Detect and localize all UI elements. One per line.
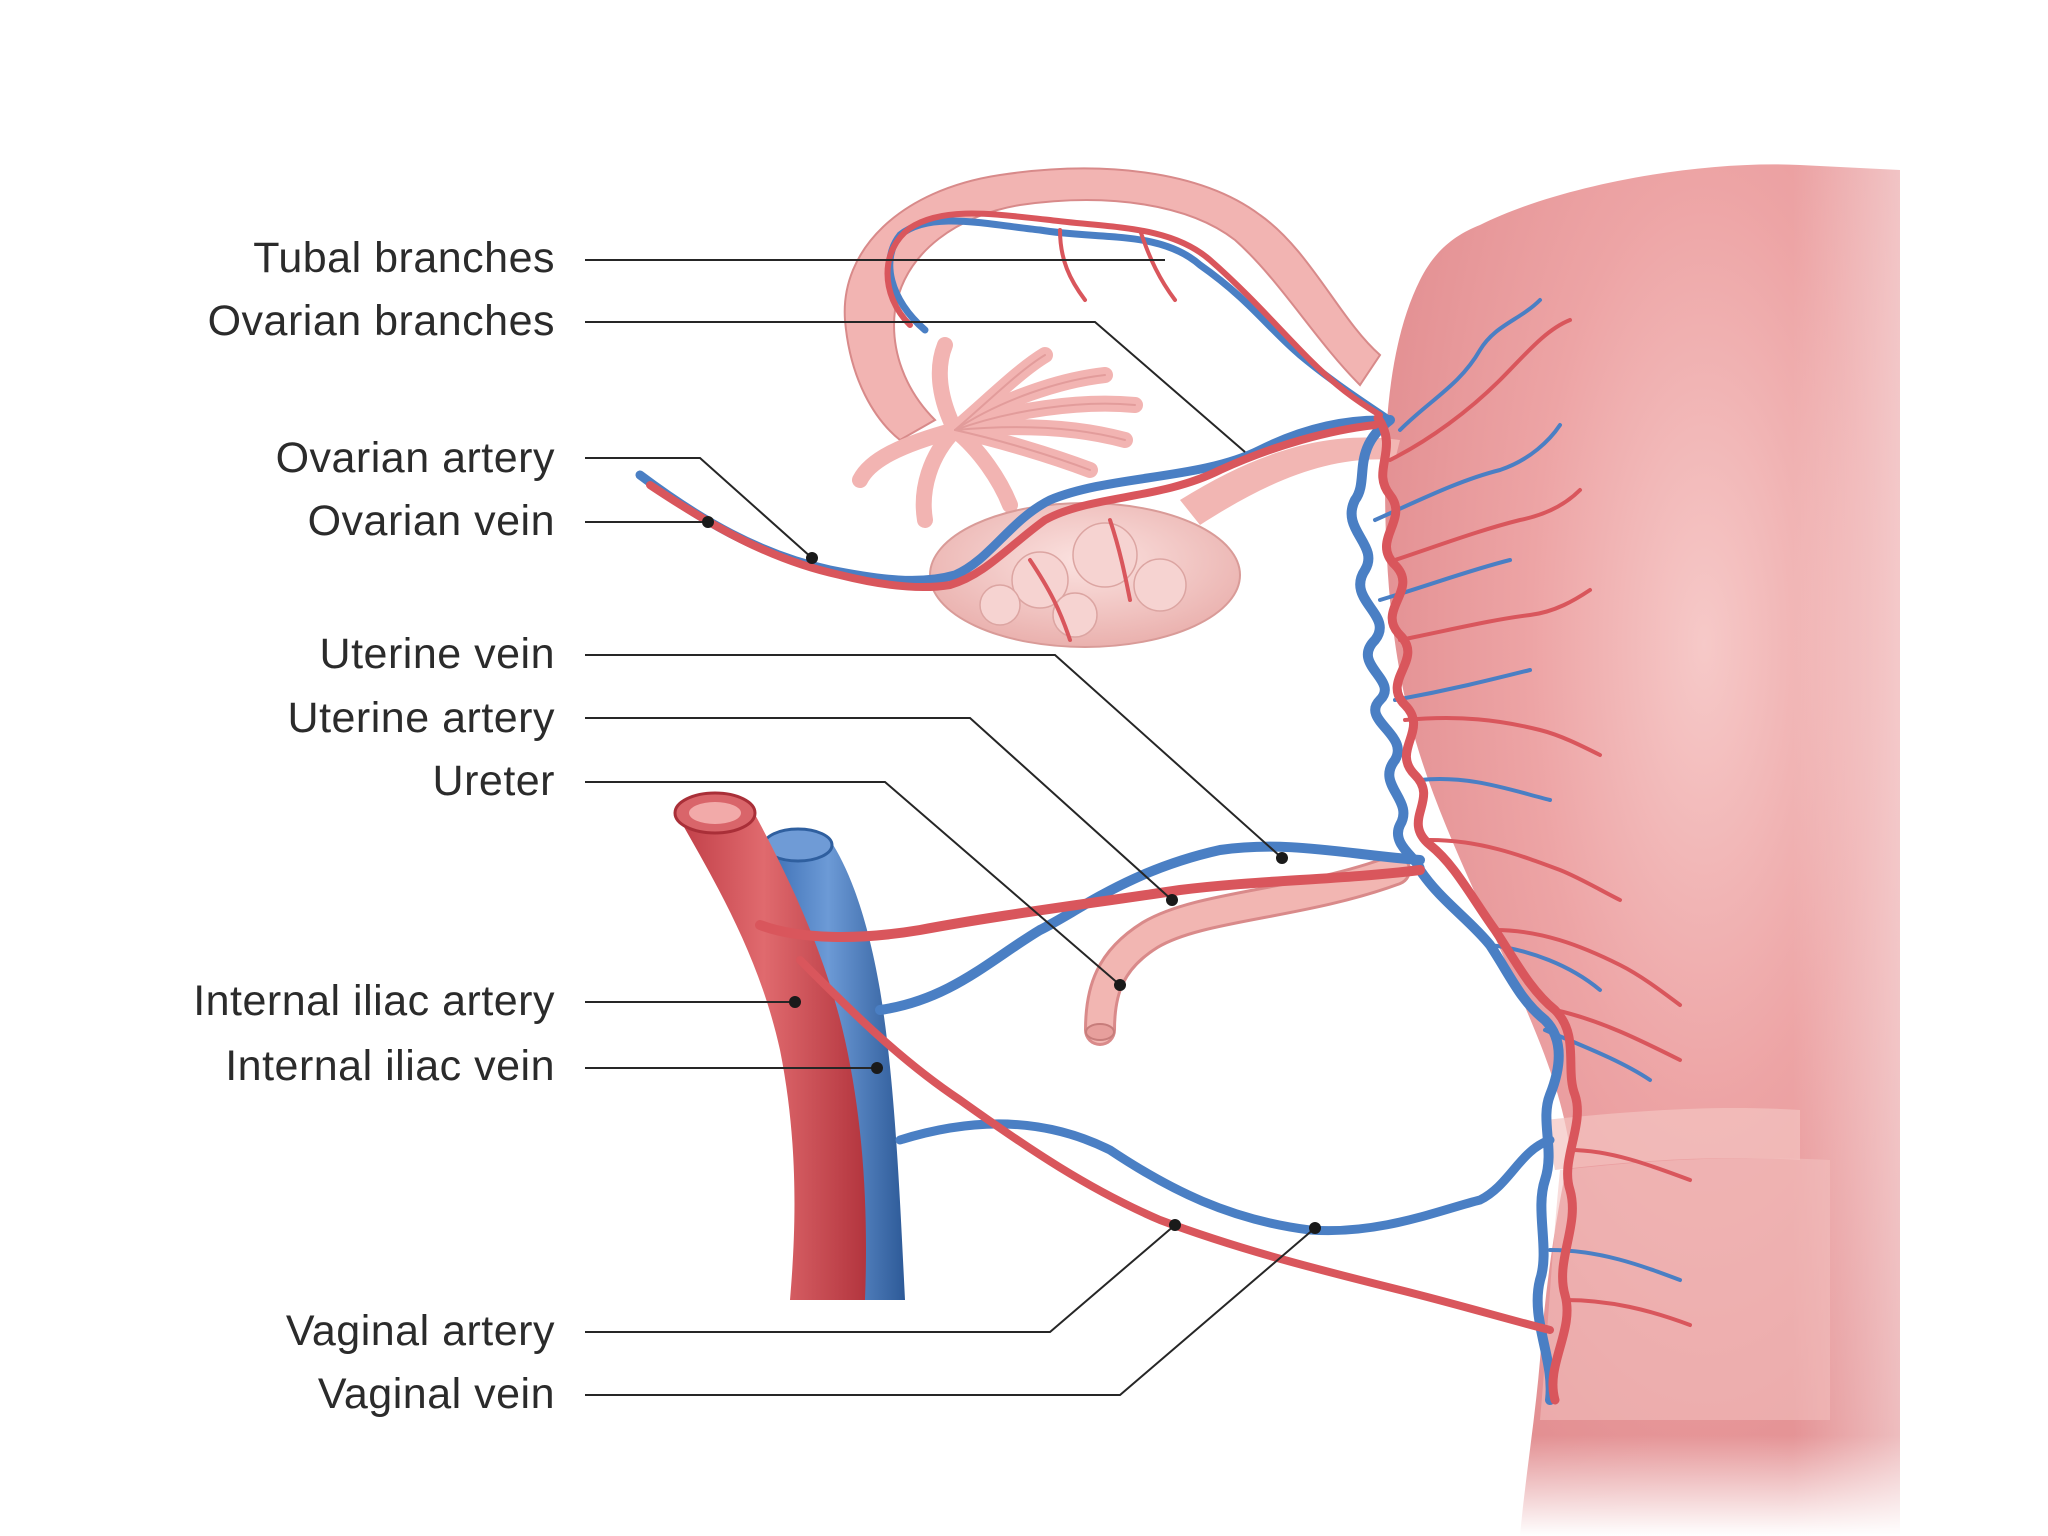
arteries (646, 210, 1692, 1405)
ovary (929, 437, 1400, 648)
leader-lines (585, 259, 1321, 1396)
uterus (1385, 160, 2048, 1536)
label-uterine-vein: Uterine vein (320, 630, 555, 678)
label-vaginal-vein: Vaginal vein (318, 1370, 555, 1418)
label-uterine-artery: Uterine artery (288, 694, 555, 742)
label-ovarian-branches: Ovarian branches (208, 297, 555, 345)
label-internal-iliac-vein: Internal iliac vein (225, 1042, 555, 1090)
leader-uterine-artery (585, 717, 1173, 901)
fallopian-tube (843, 167, 1382, 528)
fimbriae-outline (954, 354, 1136, 471)
ovarian-ligament (1180, 437, 1400, 525)
label-internal-iliac-artery: Internal iliac artery (193, 977, 555, 1025)
internal-iliac-vessels (673, 791, 905, 1300)
internal-iliac-artery-shape (680, 805, 866, 1300)
leader-ovarian-artery (585, 457, 813, 559)
leader-vaginal-artery (585, 1224, 1176, 1333)
tube-body (843, 167, 1382, 442)
label-ovarian-artery: Ovarian artery (276, 434, 555, 482)
label-ureter: Ureter (433, 757, 555, 805)
label-tubal-branches: Tubal branches (253, 234, 555, 282)
labels: Tubal branches Ovarian branches Ovarian … (193, 234, 555, 1418)
leader-ureter (585, 781, 1121, 986)
leader-uterine-vein (585, 654, 1283, 859)
leader-ovarian-branches (585, 321, 1246, 453)
label-vaginal-artery: Vaginal artery (286, 1307, 555, 1355)
ureter (1084, 854, 1411, 1046)
leader-vaginal-vein (585, 1227, 1316, 1396)
label-ovarian-vein: Ovarian vein (308, 497, 555, 545)
